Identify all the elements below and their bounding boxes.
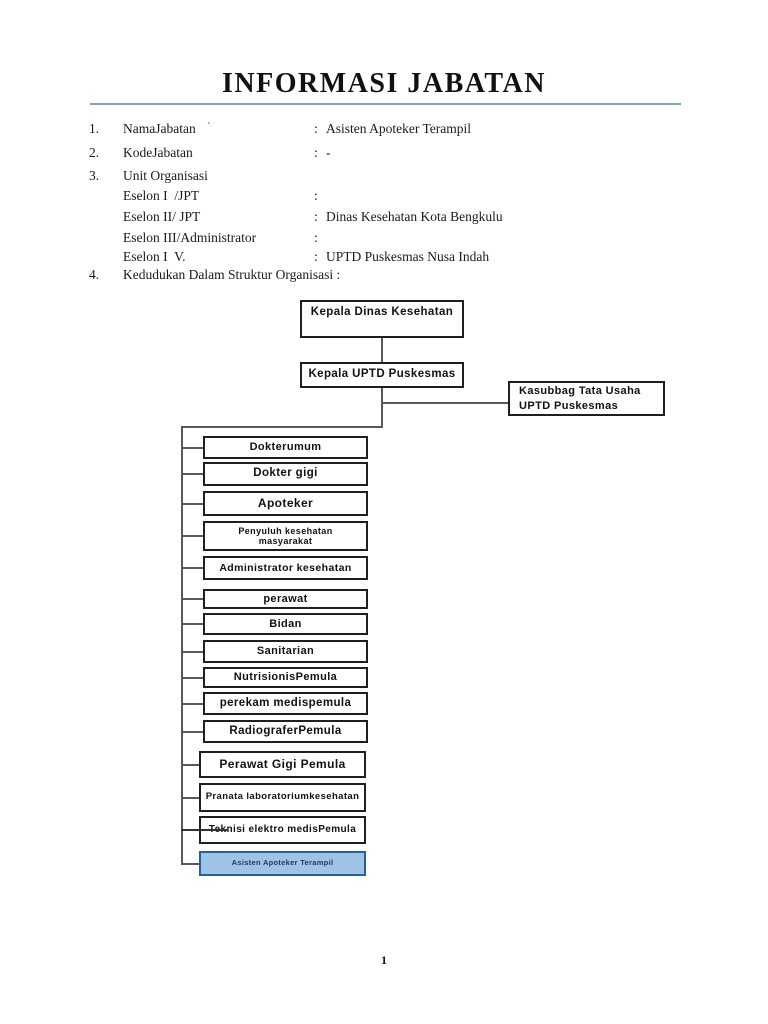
org-box-apoteker: Apoteker xyxy=(203,491,368,516)
doc-row: Eselon I V. : UPTD Puskesmas Nusa Indah xyxy=(0,249,768,267)
connector-stub xyxy=(181,703,203,705)
row-number: 3. xyxy=(89,168,100,183)
org-box-dokter-gigi: Dokter gigi xyxy=(203,462,368,486)
connector-line xyxy=(181,426,382,428)
connector-line xyxy=(381,338,383,362)
row-colon: : xyxy=(314,249,318,264)
title-underline xyxy=(90,103,681,105)
stray-mark: ` xyxy=(207,121,211,133)
row-colon: : xyxy=(314,230,318,245)
row-label: Kedudukan Dalam Struktur Organisasi : xyxy=(123,267,341,282)
doc-row: Eselon I /JPT : xyxy=(0,188,768,206)
doc-row: 2. KodeJabatan : - xyxy=(0,145,768,163)
row-value: Asisten Apoteker Terampil xyxy=(326,121,472,136)
connector-stub xyxy=(181,623,203,625)
doc-row: 3. Unit Organisasi xyxy=(0,168,768,186)
row-label: Eselon II/ JPT xyxy=(123,209,201,224)
connector-line xyxy=(381,388,383,428)
org-box-perawat: perawat xyxy=(203,589,368,609)
doc-row: Eselon III/Administrator : xyxy=(0,230,768,248)
connector-stub xyxy=(181,447,203,449)
connector-stub xyxy=(181,863,200,865)
row-label: NamaJabatan xyxy=(123,121,196,136)
row-label: KodeJabatan xyxy=(123,145,193,160)
connector-stub xyxy=(181,473,203,475)
org-box-kasubbag-tata-usaha: Kasubbag Tata Usaha UPTD Puskesmas xyxy=(508,381,665,416)
row-label: Eselon III/Administrator xyxy=(123,230,257,245)
org-box-nutrisionis-pemula: NutrisionisPemula xyxy=(203,667,368,688)
doc-row: Eselon II/ JPT : Dinas Kesehatan Kota Be… xyxy=(0,209,768,227)
org-box-administrator-kesehatan: Administrator kesehatan xyxy=(203,556,368,580)
connector-line xyxy=(382,402,508,404)
row-label: Unit Organisasi xyxy=(123,168,208,183)
row-label: Eselon I V. xyxy=(123,249,186,264)
connector-stub xyxy=(181,764,199,766)
org-box-bidan: Bidan xyxy=(203,613,368,635)
org-box-perekam-medis-pemula: perekam medispemula xyxy=(203,692,368,715)
connector-stub xyxy=(181,598,203,600)
row-value: Dinas Kesehatan Kota Bengkulu xyxy=(326,209,503,224)
row-label: Eselon I /JPT xyxy=(123,188,200,203)
row-colon: : xyxy=(314,121,318,136)
connector-stub xyxy=(181,535,203,537)
org-box-asisten-apoteker-terampil-highlighted: Asisten Apoteker Terampil xyxy=(199,851,366,876)
org-box-kepala-uptd-puskesmas: Kepala UPTD Puskesmas xyxy=(300,362,464,388)
row-number: 2. xyxy=(89,145,100,160)
page-number: 1 xyxy=(381,953,387,967)
connector-spine xyxy=(181,426,183,864)
connector-stub-strike xyxy=(181,829,227,831)
page-title: INFORMASI JABATAN xyxy=(222,68,546,99)
org-box-dokter-umum: Dokterumum xyxy=(203,436,368,459)
doc-row: 4. Kedudukan Dalam Struktur Organisasi : xyxy=(0,267,768,285)
row-value: - xyxy=(326,145,331,160)
org-box-penyuluh-kesehatan: Penyuluh kesehatan masyarakat xyxy=(203,521,368,551)
org-box-radiografer-pemula: RadiograferPemula xyxy=(203,720,368,743)
connector-stub xyxy=(181,797,199,799)
org-box-pranata-laboratorium: Pranata laboratoriumkesehatan xyxy=(199,783,366,812)
connector-stub xyxy=(181,677,203,679)
row-colon: : xyxy=(314,209,318,224)
connector-stub xyxy=(181,731,203,733)
row-value: UPTD Puskesmas Nusa Indah xyxy=(326,249,490,264)
row-colon: : xyxy=(314,145,318,160)
org-box-kepala-dinas-kesehatan: Kepala Dinas Kesehatan xyxy=(300,300,464,338)
doc-row: 1. NamaJabatan ` : Asisten Apoteker Tera… xyxy=(0,121,768,139)
connector-stub xyxy=(181,567,203,569)
row-colon: : xyxy=(314,188,318,203)
connector-stub xyxy=(181,651,203,653)
connector-stub xyxy=(181,503,203,505)
row-number: 1. xyxy=(89,121,100,136)
org-box-perawat-gigi-pemula: Perawat Gigi Pemula xyxy=(199,751,366,778)
row-number: 4. xyxy=(89,267,100,282)
org-box-sanitarian: Sanitarian xyxy=(203,640,368,663)
